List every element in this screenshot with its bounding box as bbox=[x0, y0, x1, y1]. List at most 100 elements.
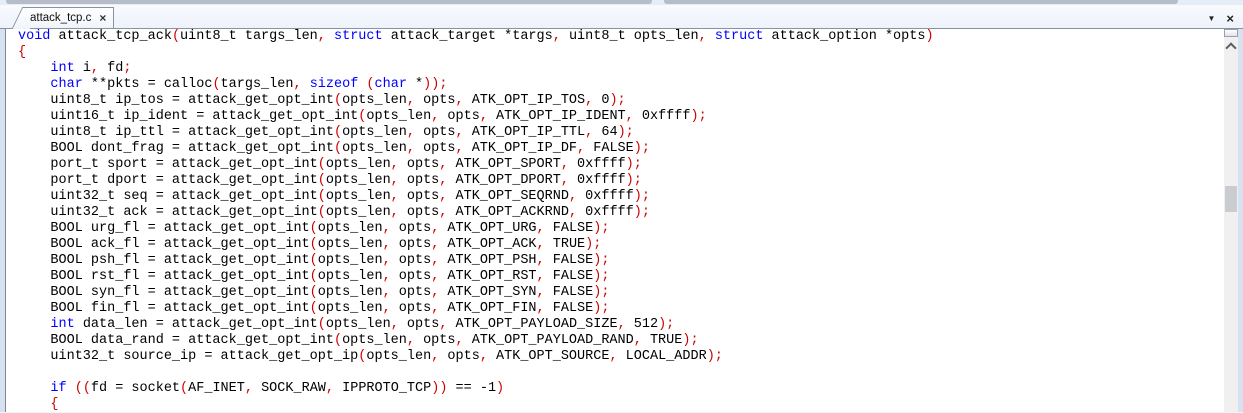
code-token: SOCK_RAW bbox=[252, 381, 326, 396]
code-editor[interactable]: void attack_tcp_ack(uint8_t targs_len, s… bbox=[5, 29, 1224, 412]
code-token: ( bbox=[309, 285, 318, 300]
code-token: ( bbox=[317, 317, 326, 332]
code-token: struct bbox=[334, 29, 383, 44]
code-token: , bbox=[536, 301, 545, 316]
code-line: BOOL rst_fl = attack_get_opt_int(opts_le… bbox=[18, 269, 1224, 285]
code-token: opts_len bbox=[317, 285, 383, 300]
code-token: struct bbox=[714, 29, 764, 44]
code-token: ); bbox=[593, 221, 610, 236]
code-token: )); bbox=[423, 77, 448, 92]
code-token: , bbox=[431, 269, 440, 284]
code-token: ATK_OPT_IP_TTL bbox=[463, 125, 586, 140]
code-token: ); bbox=[593, 285, 610, 300]
code-token: , bbox=[536, 221, 545, 236]
code-line: BOOL data_rand = attack_get_opt_int(opts… bbox=[18, 333, 1224, 349]
code-lines: void attack_tcp_ack(uint8_t targs_len, s… bbox=[6, 29, 1224, 413]
code-token: , bbox=[406, 125, 415, 140]
code-token: , bbox=[325, 381, 335, 396]
code-token: sizeof bbox=[309, 77, 359, 92]
code-token: , bbox=[560, 157, 569, 172]
code-token: int bbox=[50, 317, 75, 332]
code-token: , bbox=[382, 285, 391, 300]
code-line: port_t dport = attack_get_opt_int(opts_l… bbox=[18, 173, 1224, 189]
code-token: , bbox=[431, 109, 440, 124]
code-token: TRUE bbox=[544, 237, 586, 252]
splitter-handle[interactable] bbox=[1224, 29, 1238, 37]
code-token: 0xffff bbox=[577, 205, 634, 220]
code-token: opts_len bbox=[325, 205, 391, 220]
code-token: , bbox=[633, 333, 642, 348]
document-close-icon[interactable]: × bbox=[1226, 11, 1234, 26]
code-token: uint32_t ack = attack_get_opt_int bbox=[18, 205, 318, 220]
code-token: ( bbox=[180, 381, 189, 396]
code-token: if bbox=[50, 381, 67, 396]
code-line: int data_len = attack_get_opt_int(opts_l… bbox=[18, 317, 1224, 333]
code-token: opts_len bbox=[317, 253, 383, 268]
window-right-margin bbox=[1238, 29, 1243, 412]
code-token bbox=[302, 77, 310, 92]
code-token: ); bbox=[633, 205, 650, 220]
code-token: , bbox=[625, 109, 634, 124]
code-token: FALSE bbox=[544, 301, 594, 316]
code-token: , bbox=[390, 157, 399, 172]
code-token: opts_len bbox=[317, 237, 383, 252]
code-token: , bbox=[406, 93, 415, 108]
code-token: FALSE bbox=[544, 269, 594, 284]
code-token: opts bbox=[398, 189, 440, 204]
code-token: , bbox=[536, 237, 545, 252]
code-token: , bbox=[560, 173, 569, 188]
code-token: 64 bbox=[593, 125, 618, 140]
code-token: ); bbox=[690, 109, 707, 124]
code-token: ); bbox=[617, 125, 634, 140]
tab-close-icon[interactable]: × bbox=[99, 11, 107, 25]
code-token: ); bbox=[593, 269, 610, 284]
code-line: BOOL fin_fl = attack_get_opt_int(opts_le… bbox=[18, 301, 1224, 317]
code-token: , bbox=[536, 253, 545, 268]
tab-title: attack_tcp.c bbox=[30, 12, 92, 24]
code-line: char **pkts = calloc(targs_len, sizeof (… bbox=[18, 77, 1224, 93]
code-token: uint8_t targs_len bbox=[180, 29, 318, 44]
code-token: , bbox=[382, 221, 391, 236]
code-token: ATK_OPT_DPORT bbox=[447, 173, 561, 188]
vertical-scrollbar[interactable] bbox=[1224, 29, 1238, 412]
code-token: ATK_OPT_PAYLOAD_SIZE bbox=[447, 317, 618, 332]
code-token: ( bbox=[317, 205, 326, 220]
code-token: opts_len bbox=[325, 317, 391, 332]
code-token: opts bbox=[390, 301, 432, 316]
code-token: ( bbox=[309, 301, 318, 316]
code-line: int i, fd; bbox=[18, 61, 1224, 77]
code-token: ); bbox=[609, 93, 626, 108]
code-token: BOOL fin_fl = attack_get_opt_int bbox=[18, 301, 310, 316]
code-token: , bbox=[568, 205, 578, 220]
tab-list-dropdown-icon[interactable]: ▼ bbox=[1207, 14, 1216, 23]
code-token: ); bbox=[585, 237, 602, 252]
code-token: opts_len bbox=[325, 157, 391, 172]
code-token: ( bbox=[212, 77, 221, 92]
code-token: , bbox=[698, 29, 707, 44]
code-token: , bbox=[536, 269, 545, 284]
code-token: , bbox=[382, 301, 391, 316]
code-token: , bbox=[390, 205, 399, 220]
code-token: , bbox=[577, 141, 586, 156]
code-token: ); bbox=[706, 349, 723, 364]
tab-attack-tcp-c[interactable]: attack_tcp.c × bbox=[26, 7, 115, 28]
code-token bbox=[707, 29, 715, 44]
code-token bbox=[18, 381, 50, 396]
code-token: , bbox=[293, 77, 302, 92]
scrollbar-thumb[interactable] bbox=[1225, 186, 1237, 212]
code-token: opts bbox=[390, 253, 432, 268]
code-token: opts_len bbox=[342, 141, 407, 156]
code-token: opts_len bbox=[325, 189, 391, 204]
code-token: opts_len bbox=[317, 221, 383, 236]
code-token: opts bbox=[414, 141, 456, 156]
code-line: void attack_tcp_ack(uint8_t targs_len, s… bbox=[18, 29, 1224, 45]
code-token: opts bbox=[390, 269, 432, 284]
scroll-up-button[interactable] bbox=[1224, 38, 1238, 54]
code-token: , bbox=[585, 93, 594, 108]
code-token: ); bbox=[633, 189, 650, 204]
code-token: 0xffff bbox=[568, 173, 626, 188]
code-token: IPPROTO_TCP bbox=[334, 381, 432, 396]
code-token bbox=[18, 317, 50, 332]
code-token: ( bbox=[171, 29, 181, 44]
code-token: opts bbox=[414, 125, 456, 140]
